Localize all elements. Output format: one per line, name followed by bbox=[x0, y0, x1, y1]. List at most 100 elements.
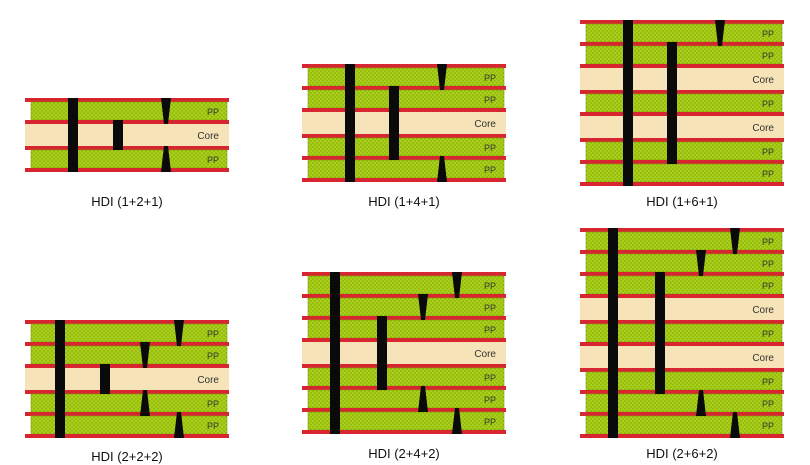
pp-label: PP bbox=[484, 73, 496, 83]
core-label: Core bbox=[197, 375, 219, 386]
pp-label: PP bbox=[484, 303, 496, 313]
pp-label: PP bbox=[762, 259, 774, 269]
copper-foil bbox=[580, 272, 784, 276]
pp-label: PP bbox=[484, 325, 496, 335]
core-layer bbox=[580, 298, 784, 320]
copper-foil bbox=[302, 408, 506, 412]
copper-foil bbox=[580, 368, 784, 372]
micro-via bbox=[452, 272, 462, 298]
through-via bbox=[623, 20, 633, 186]
stackup-title: HDI (1+2+1) bbox=[91, 194, 163, 209]
prepreg-layer bbox=[585, 163, 783, 183]
pp-label: PP bbox=[762, 147, 774, 157]
copper-foil bbox=[302, 134, 506, 138]
micro-via bbox=[452, 408, 462, 434]
buried-via bbox=[667, 42, 677, 164]
micro-via bbox=[174, 412, 184, 438]
pp-label: PP bbox=[207, 329, 219, 339]
buried-via bbox=[389, 86, 399, 160]
copper-foil bbox=[25, 342, 229, 346]
copper-foil bbox=[580, 160, 784, 164]
through-via bbox=[330, 272, 340, 434]
pp-label: PP bbox=[762, 421, 774, 431]
copper-foil bbox=[580, 294, 784, 298]
core-label: Core bbox=[752, 75, 774, 86]
stackup-title: HDI (2+2+2) bbox=[91, 449, 163, 464]
micro-via bbox=[161, 146, 171, 172]
prepreg-layer bbox=[307, 137, 505, 157]
copper-foil bbox=[580, 320, 784, 324]
pp-label: PP bbox=[207, 421, 219, 431]
copper-foil bbox=[302, 178, 506, 182]
pp-label: PP bbox=[207, 155, 219, 165]
prepreg-layer bbox=[585, 93, 783, 113]
stackup-title: HDI (2+6+2) bbox=[646, 446, 718, 461]
copper-foil bbox=[580, 412, 784, 416]
copper-foil bbox=[302, 430, 506, 434]
pp-label: PP bbox=[484, 165, 496, 175]
micro-via bbox=[437, 156, 447, 182]
prepreg-layer bbox=[307, 67, 505, 87]
core-layer bbox=[25, 368, 229, 390]
prepreg-layer bbox=[30, 101, 228, 121]
pp-label: PP bbox=[762, 29, 774, 39]
copper-foil bbox=[580, 434, 784, 438]
copper-foil bbox=[580, 64, 784, 68]
core-label: Core bbox=[474, 349, 496, 360]
buried-via bbox=[113, 120, 123, 150]
micro-via bbox=[730, 228, 740, 254]
copper-foil bbox=[580, 342, 784, 346]
core-label: Core bbox=[752, 305, 774, 316]
copper-foil bbox=[302, 338, 506, 342]
copper-foil bbox=[580, 182, 784, 186]
prepreg-layer bbox=[585, 23, 783, 43]
copper-foil bbox=[25, 120, 229, 124]
copper-foil bbox=[25, 98, 229, 102]
prepreg-layer bbox=[307, 159, 505, 179]
pp-label: PP bbox=[762, 281, 774, 291]
core-layer bbox=[302, 342, 506, 364]
micro-via bbox=[623, 20, 633, 46]
micro-via bbox=[161, 98, 171, 124]
pp-label: PP bbox=[762, 399, 774, 409]
buried-via bbox=[100, 364, 110, 394]
pp-label: PP bbox=[484, 95, 496, 105]
micro-via bbox=[437, 64, 447, 90]
micro-via bbox=[715, 20, 725, 46]
pp-label: PP bbox=[762, 51, 774, 61]
micro-via bbox=[418, 386, 428, 412]
copper-foil bbox=[25, 412, 229, 416]
copper-foil bbox=[302, 272, 506, 276]
pp-label: PP bbox=[207, 351, 219, 361]
copper-foil bbox=[25, 364, 229, 368]
pp-label: PP bbox=[484, 143, 496, 153]
pp-label: PP bbox=[484, 395, 496, 405]
copper-foil bbox=[25, 390, 229, 394]
pp-label: PP bbox=[762, 377, 774, 387]
micro-via bbox=[730, 412, 740, 438]
copper-foil bbox=[302, 108, 506, 112]
prepreg-layer bbox=[585, 45, 783, 65]
pp-label: PP bbox=[762, 237, 774, 247]
micro-via bbox=[696, 390, 706, 416]
buried-via bbox=[655, 272, 665, 394]
micro-via bbox=[140, 342, 150, 368]
stackup-title: HDI (2+4+2) bbox=[368, 446, 440, 461]
micro-via bbox=[418, 294, 428, 320]
core-label: Core bbox=[752, 123, 774, 134]
copper-foil bbox=[580, 390, 784, 394]
copper-foil bbox=[580, 42, 784, 46]
pp-label: PP bbox=[762, 99, 774, 109]
core-label: Core bbox=[474, 119, 496, 130]
pp-label: PP bbox=[207, 107, 219, 117]
prepreg-layer bbox=[307, 89, 505, 109]
copper-foil bbox=[302, 86, 506, 90]
copper-foil bbox=[25, 320, 229, 324]
copper-foil bbox=[302, 294, 506, 298]
